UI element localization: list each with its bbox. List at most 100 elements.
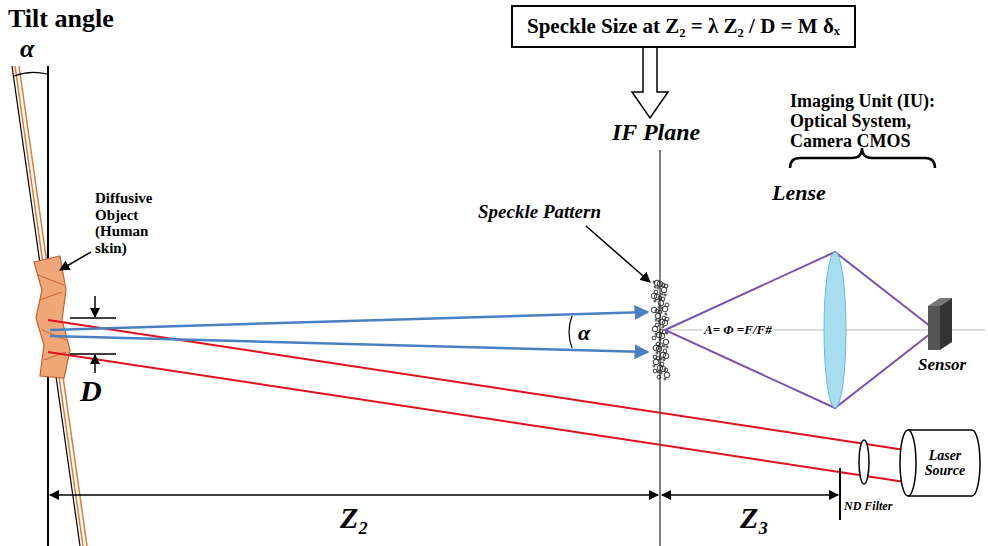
leader-line [60, 226, 650, 282]
speckle-dot [651, 307, 657, 313]
sensor-symbol [940, 298, 952, 350]
laser-beam [48, 320, 905, 482]
nd-filter [859, 440, 869, 484]
speckle-dot [653, 369, 657, 373]
speckle-dot [655, 313, 661, 319]
speckle-dot [653, 345, 659, 351]
speckle-dot [661, 283, 665, 287]
scattered-rays [50, 312, 648, 352]
nd-filter [859, 440, 869, 484]
speckle-dot [658, 306, 660, 308]
iu-brace [790, 148, 935, 168]
diffusive-object [34, 256, 70, 378]
speckle-dot [658, 300, 664, 306]
speckle-dot [663, 345, 665, 347]
tilt-lines [12, 66, 87, 546]
diffusive-object [38, 275, 66, 360]
tilt-lines [12, 66, 80, 546]
d-dimension [70, 296, 116, 373]
cylinder-face [900, 430, 916, 496]
speckle-dot [653, 365, 655, 367]
part-label: Sensor [918, 356, 966, 373]
diffusive-object [34, 256, 70, 378]
lens [824, 252, 846, 408]
formula-box: Speckle Size at Z₂ = λ Z₂ / D = M δₓ [511, 5, 856, 48]
sensor-symbol [928, 298, 952, 350]
d-dimension [70, 317, 116, 319]
speckle-dot [657, 287, 659, 289]
speckle-dot [653, 355, 657, 359]
distance-dimension [662, 494, 838, 496]
distance-dimension [50, 494, 658, 496]
angle-symbol: α [20, 36, 34, 62]
dimension-label: D [80, 376, 102, 406]
tilt-lines [19, 66, 87, 546]
figure-label: Tilt angle [8, 6, 114, 32]
speckle-dot [659, 339, 661, 341]
speckle-dot [655, 319, 657, 321]
speckle-dot [657, 365, 663, 371]
d-dimension [94, 355, 96, 373]
speckle-dot [665, 313, 667, 315]
if-plane [660, 150, 661, 546]
unit-label: Imaging Unit (IU): Optical System, Camer… [790, 92, 970, 151]
speckle-dot [662, 326, 664, 328]
laser-beam [48, 320, 905, 450]
speckle-dot [652, 336, 656, 340]
scattered-rays [50, 312, 648, 330]
pointer-arrow [632, 47, 668, 118]
speckle-dot [659, 319, 665, 325]
speckle-dot [652, 326, 658, 332]
speckle-dot [666, 346, 668, 348]
dimension-label: Z₂ [340, 503, 369, 533]
scattered-rays [50, 336, 648, 352]
lens-cone [665, 252, 935, 408]
speckle-dot [654, 286, 656, 288]
speckle-dot [656, 332, 662, 338]
speckle-dot [653, 359, 659, 365]
formula-label: A= Φ =F/F# [702, 322, 774, 337]
speckle-dot [663, 339, 669, 345]
iu-brace [790, 148, 935, 168]
distance-dimension [839, 468, 841, 520]
speckle-dot [660, 372, 662, 374]
speckle-dot [664, 294, 666, 296]
speckle-dot [661, 287, 667, 293]
tilt-lines [15, 66, 83, 546]
d-dimension [94, 296, 96, 317]
if-plane [659, 150, 661, 546]
part-label: ND Filter [844, 500, 892, 512]
node-text: Laser Source [914, 448, 976, 479]
speckle-dot [663, 359, 665, 361]
leader-line [60, 252, 91, 270]
speckle-dot [657, 375, 661, 379]
speckle-dot [654, 300, 656, 302]
lens [824, 252, 846, 408]
part-label: Lense [772, 182, 826, 204]
scattered-rays [569, 316, 572, 348]
speckle-dot [664, 368, 668, 372]
laser-beam [48, 352, 905, 482]
lens-cone [665, 252, 935, 408]
leader-line [586, 226, 650, 282]
part-label: Diffusive Object (Human skin) [95, 190, 171, 256]
node-text: Speckle Size at Z₂ = λ Z₂ / D = M δₓ [527, 14, 840, 39]
speckle-dot [661, 293, 663, 295]
plane-label: IF Plane [612, 120, 700, 144]
speckle-dot [660, 352, 666, 358]
distance-dimension [50, 468, 840, 520]
speckle-dot [655, 309, 659, 313]
cylinder-body [908, 430, 980, 496]
speckle-dot [654, 280, 660, 286]
pointer-arrow [632, 47, 668, 118]
speckle-dot [651, 293, 657, 299]
speckle-dot [656, 352, 658, 354]
speckle-dot [662, 306, 668, 312]
sensor-symbol [928, 306, 940, 350]
speckle-dot [664, 378, 666, 380]
part-label: Speckle Pattern [478, 202, 601, 221]
tilt-lines [14, 72, 47, 76]
angle-symbol: α [578, 322, 590, 344]
